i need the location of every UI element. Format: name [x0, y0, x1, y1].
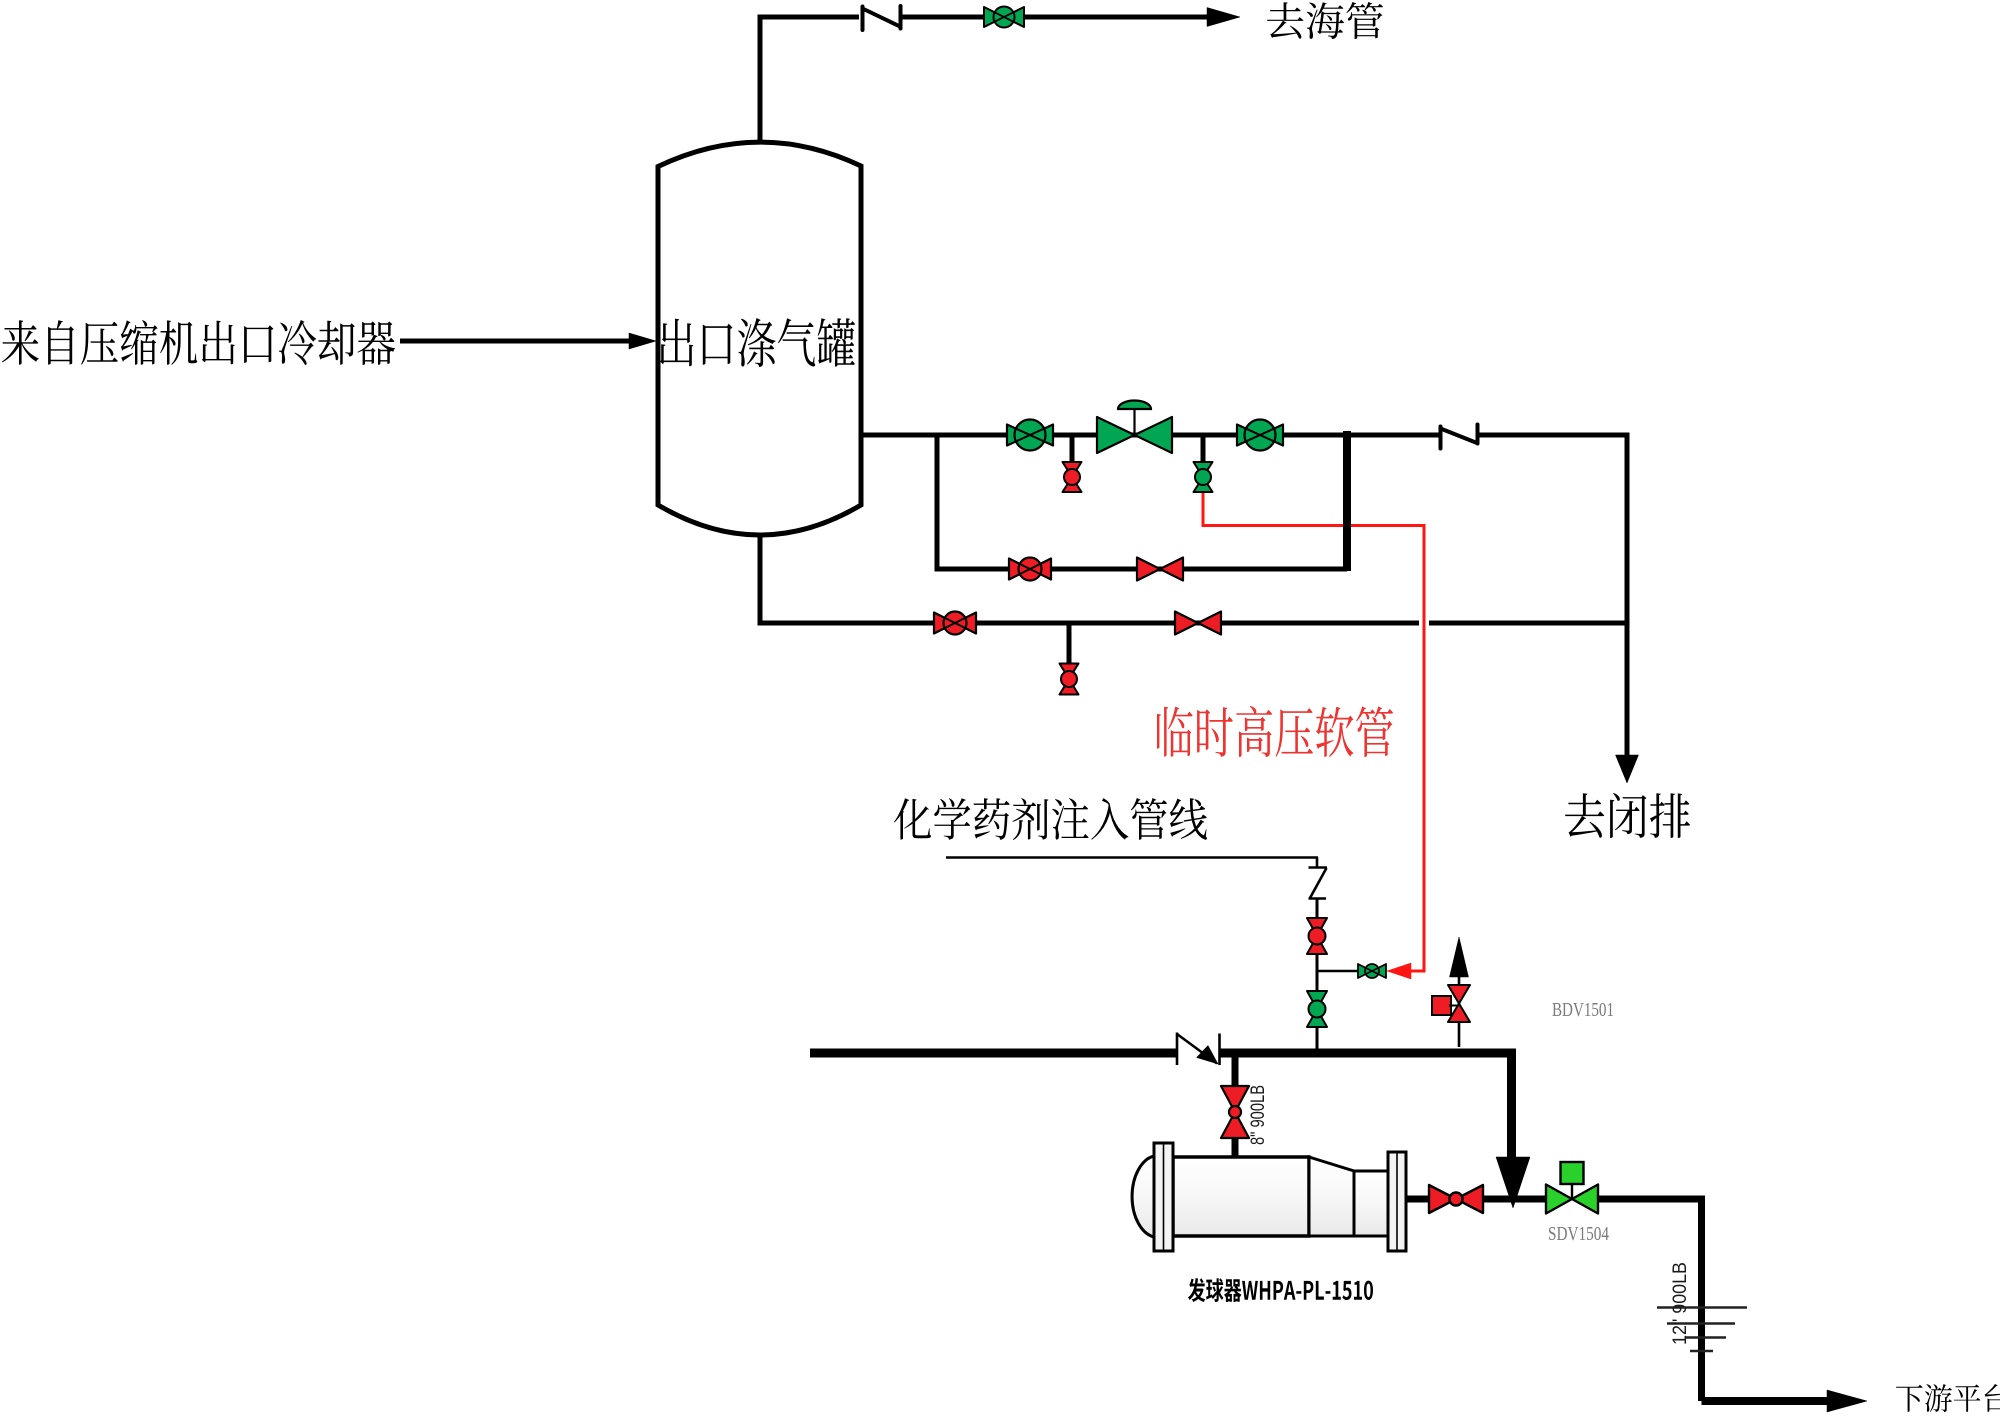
svg-text:12" 900LB: 12" 900LB [1670, 1262, 1691, 1345]
svg-text:SDV1504: SDV1504 [1548, 1223, 1609, 1245]
svg-text:BDV1501: BDV1501 [1552, 999, 1614, 1021]
svg-text:8" 900LB: 8" 900LB [1248, 1085, 1269, 1145]
